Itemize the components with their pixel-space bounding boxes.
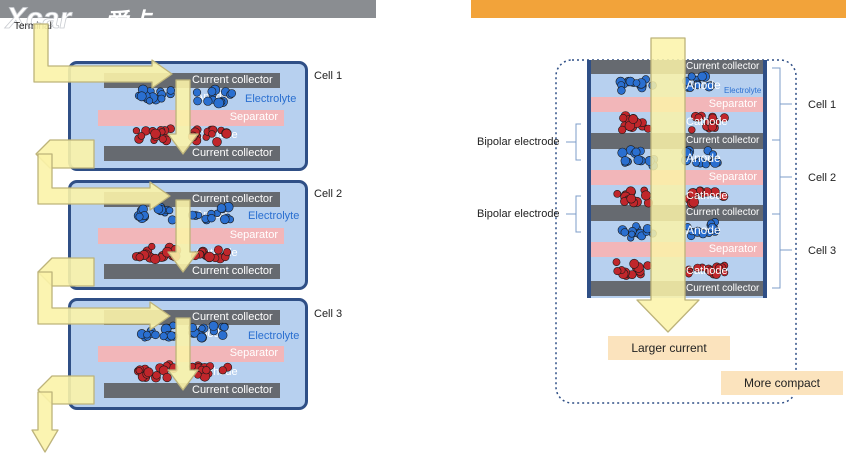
left-cell-3-name: Cell 3 (314, 308, 343, 320)
arrow-link-1-to-2 (37, 153, 171, 211)
cathode-particles-icon (688, 111, 729, 134)
collector-label: Current collector (686, 207, 760, 218)
left-cell-1-bottom-collector: Current collector (104, 146, 280, 161)
right-cell-1-label: Cell 1 (808, 99, 837, 111)
watermark-text: 爱卡 (104, 9, 152, 36)
right-cathode-3-label: Cathode (686, 265, 728, 277)
more-compact-note: More compact (721, 371, 843, 395)
cathode-particles-icon (132, 124, 175, 146)
right-header-bar (471, 0, 846, 18)
right-cathode-1-label: Cathode (686, 116, 728, 128)
collector-label: Current collector (192, 74, 273, 86)
stack-left-wall (587, 60, 591, 298)
separator-label: Separator (708, 98, 757, 110)
anode-particles-icon (133, 202, 177, 225)
cathode-particles-icon (684, 261, 729, 279)
arrow-cell-1-down (167, 79, 199, 155)
left-cell-3-electrolyte-label: Electrolyte (248, 330, 300, 342)
left-cell-1-name: Cell 1 (314, 70, 343, 82)
left-cell-2-bottom-collector: Current collector (104, 264, 280, 279)
separator-label: Separator (229, 111, 278, 123)
left-cell-1-electrolyte-label: Electrolyte (245, 93, 297, 105)
bracket-cell-3 (772, 213, 792, 289)
anode-particles-icon (617, 222, 657, 242)
anode-particles-icon (188, 320, 229, 343)
bipolar-electrode-1-label: Bipolar electrode (477, 136, 560, 148)
separator-label: Separator (229, 229, 278, 241)
anode-particles-icon (683, 218, 720, 241)
collector-label: Current collector (192, 311, 273, 323)
right-anode-2-label: Anode (686, 151, 721, 165)
cathode-particles-icon (612, 258, 653, 280)
left-cell-2-separator: Separator (98, 228, 284, 244)
anode-particles-icon (134, 84, 176, 105)
anode-particles-icon (136, 321, 178, 342)
left-cell-3-bottom-collector: Current collector (104, 383, 280, 398)
bracket-bipolar-2 (566, 195, 581, 233)
cathode-particles-icon (190, 245, 232, 264)
separator-label: Separator (229, 347, 278, 359)
collector-label: Current collector (192, 265, 273, 277)
anode-particles-icon (192, 84, 237, 109)
separator-label: Separator (708, 243, 757, 255)
collector-label: Current collector (686, 135, 760, 146)
collector-label: Current collector (192, 147, 273, 159)
collector-label: Current collector (686, 283, 760, 294)
left-cell-1-separator: Separator (98, 110, 284, 126)
cathode-particles-icon (134, 360, 179, 383)
left-cell-2-name: Cell 2 (314, 188, 343, 200)
arrow-cell-3-down (167, 317, 199, 391)
right-cell-2-label: Cell 2 (808, 172, 837, 184)
right-cathode-2-label: Cathode (686, 190, 728, 202)
left-header-bar (0, 0, 376, 18)
separator-label: Separator (708, 171, 757, 183)
right-anode-1-label: Anode (686, 78, 721, 92)
bracket-cell-1 (772, 67, 792, 141)
right-electrolyte-label: Electrolyte (724, 86, 762, 95)
left-cell-3-separator: Separator (98, 346, 284, 362)
larger-current-note: Larger current (608, 336, 730, 360)
arrow-out-terminal (31, 391, 59, 453)
cathode-particles-icon (684, 186, 729, 209)
arrow-link-2-to-3 (37, 271, 171, 331)
bipolar-electrode-2-label: Bipolar electrode (477, 208, 560, 220)
collector-label: Current collector (192, 193, 273, 205)
right-cell-3-label: Cell 3 (808, 245, 837, 257)
collector-label: Current collector (686, 61, 760, 72)
stack-right-wall (763, 60, 767, 298)
bracket-cell-2 (772, 139, 792, 215)
collector-label: Current collector (192, 384, 273, 396)
right-anode-3-label: Anode (686, 223, 721, 237)
cathode-particles-icon (618, 111, 653, 134)
arrow-terminal-to-cell-1 (33, 23, 173, 89)
arrow-cell-2-down (167, 199, 199, 273)
bracket-bipolar-1 (566, 123, 581, 161)
cathode-particles-icon (613, 186, 654, 208)
left-cell-2-electrolyte-label: Electrolyte (248, 210, 300, 222)
terminal-label: Terminal (14, 21, 52, 32)
